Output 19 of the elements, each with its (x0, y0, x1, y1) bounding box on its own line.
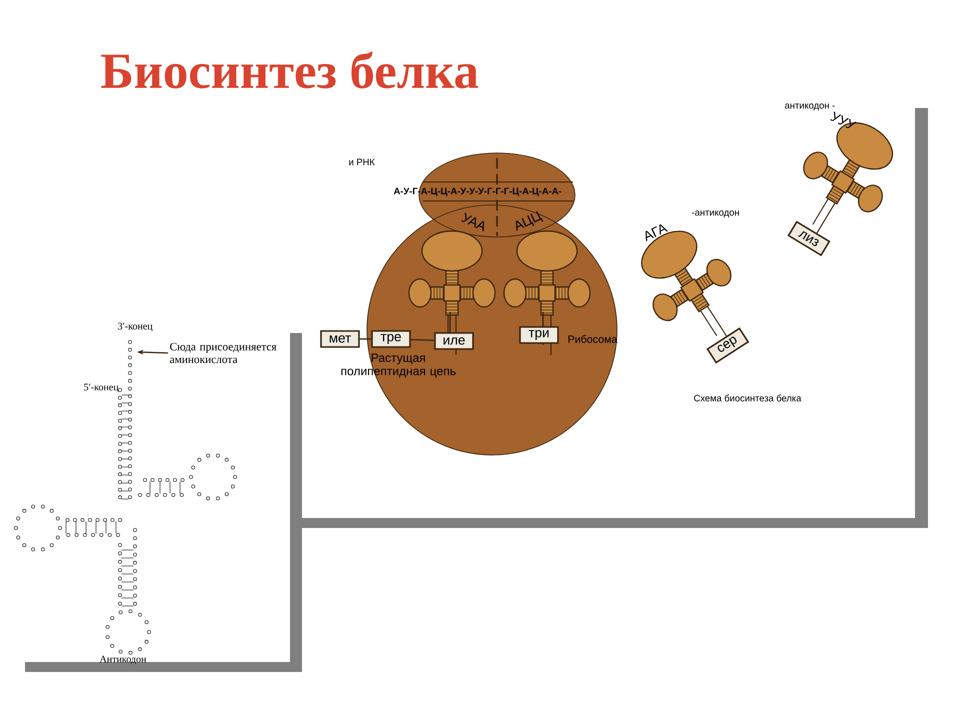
connector-line (410, 338, 434, 342)
anticodon-letters: АГА (646, 224, 668, 242)
label: -антикодон (692, 210, 739, 218)
amino-acid-box: три (519, 326, 559, 344)
label: 3′-конец (118, 322, 152, 332)
label: антикодон - (785, 104, 835, 110)
caption-text: Схема биосинтеза белка (694, 394, 802, 402)
note-text: Сюда присоединяется аминокислота (170, 342, 276, 364)
anticodon-letters: УУУ (830, 112, 857, 128)
anticodon-letters: АЦЦ (516, 211, 544, 231)
amino-acid-box: тре (371, 330, 411, 348)
label: и РНК (349, 158, 375, 166)
amino-acid-box: иле (434, 332, 474, 350)
title: Биосинтез белка (101, 52, 478, 88)
amino-acid-box: мет (320, 330, 360, 348)
label: 5′-конец (84, 384, 118, 392)
anticodon-letters: УАА (461, 212, 484, 232)
connector-line (360, 338, 372, 340)
label: Антикодон (100, 656, 146, 664)
